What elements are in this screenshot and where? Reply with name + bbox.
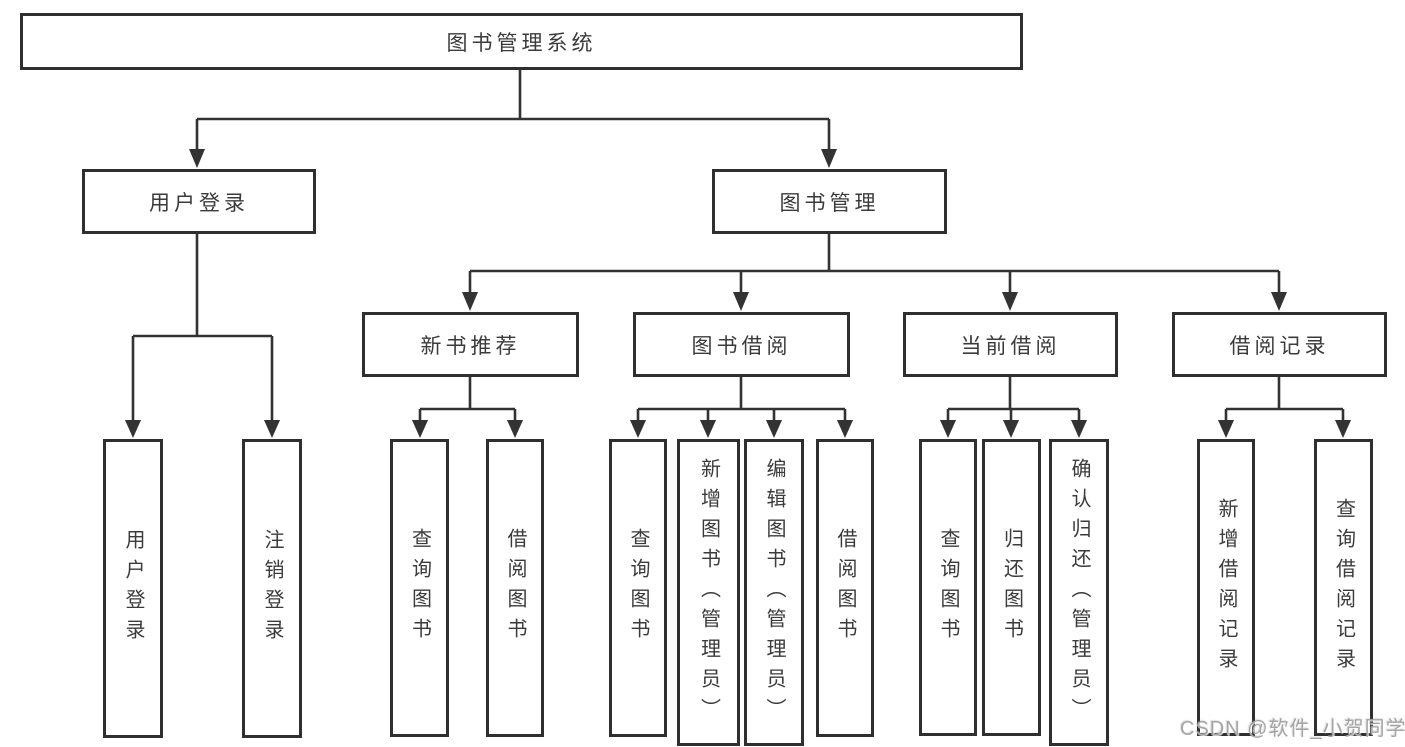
node-current-borrowing: 当前借阅	[903, 312, 1118, 377]
node-book-borrowing: 图书借阅	[633, 312, 850, 377]
connector-userlogin-to-leaves	[125, 234, 280, 438]
node-book-management-module: 图书管理	[712, 169, 947, 234]
leaf-logout: 注销登录	[242, 439, 302, 738]
node-user-login-module: 用户登录	[82, 169, 316, 234]
node-root-system: 图书管理系统	[20, 13, 1023, 70]
leaf-query-books-borrow: 查询图书	[609, 439, 667, 737]
connector-newbook-to-leaves	[412, 377, 523, 438]
leaf-edit-book-admin: 编辑图书（管理员）	[744, 439, 804, 746]
leaf-borrow-books-recommend: 借阅图书	[486, 439, 544, 737]
node-borrowing-records: 借阅记录	[1172, 312, 1387, 377]
node-new-book-recommend: 新书推荐	[362, 312, 579, 377]
leaf-confirm-return-admin: 确认归还（管理员）	[1049, 439, 1109, 746]
connector-borrow-to-leaves	[630, 377, 853, 438]
connector-current-to-leaves	[940, 377, 1087, 438]
leaf-borrow-books: 借阅图书	[816, 439, 874, 737]
leaf-user-login: 用户登录	[103, 439, 163, 738]
connector-records-to-leaves	[1218, 377, 1351, 438]
connector-root-to-level2	[189, 70, 837, 168]
csdn-watermark: CSDN @软件_小贺同学	[1180, 718, 1405, 740]
leaf-return-book: 归还图书	[982, 439, 1041, 736]
leaf-add-borrow-record: 新增借阅记录	[1197, 439, 1255, 736]
leaf-query-borrow-record: 查询借阅记录	[1314, 439, 1373, 736]
leaf-query-books-recommend: 查询图书	[390, 439, 449, 737]
leaf-add-book-admin: 新增图书（管理员）	[677, 439, 740, 746]
connector-bookmgmt-to-level3	[462, 234, 1287, 311]
leaf-query-books-current: 查询图书	[919, 439, 977, 736]
